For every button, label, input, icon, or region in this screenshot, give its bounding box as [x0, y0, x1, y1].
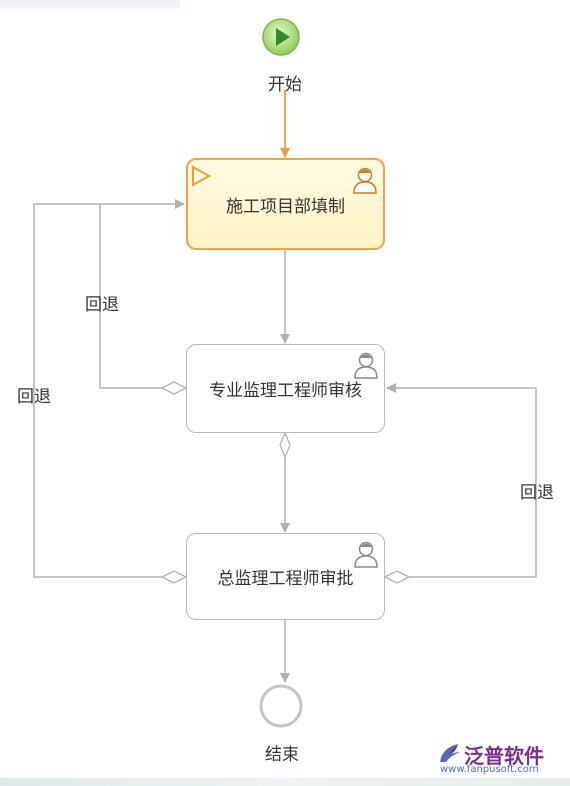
top-decoration-strip	[0, 0, 180, 10]
bottom-decoration-strip	[0, 778, 570, 786]
return-label-approve-left: 回退	[17, 387, 51, 407]
fanpu-logo: 泛普软件 www.fanpusoft.com	[438, 740, 564, 778]
start-label: 开始	[268, 75, 302, 95]
logo-name: 泛普软件	[464, 744, 544, 768]
task-review[interactable]: 专业监理工程师审核	[186, 344, 385, 433]
return-label-review: 回退	[85, 295, 119, 315]
logo-url: www.fanpusoft.com	[440, 764, 539, 775]
user-icon	[354, 541, 378, 568]
diamond-approve-left	[160, 570, 188, 584]
user-icon	[353, 167, 377, 194]
return-label-approve-right: 回退	[520, 483, 554, 503]
start-marker-icon	[192, 165, 211, 187]
task-approve-label: 总监理工程师审批	[217, 569, 354, 589]
end-label: 结束	[265, 745, 299, 765]
diamond-review-left	[160, 381, 188, 395]
start-event[interactable]	[262, 18, 300, 56]
diamond-review-bottom	[279, 431, 291, 459]
diamond-approve-right	[383, 570, 411, 584]
flow-return-approve-to-fill	[33, 203, 162, 578]
task-fill-label: 施工项目部填制	[226, 196, 345, 217]
play-icon	[276, 28, 290, 46]
task-fill[interactable]: 施工项目部填制	[186, 158, 385, 250]
user-icon	[354, 352, 378, 379]
flow-return-review-to-fill	[99, 199, 185, 389]
task-approve[interactable]: 总监理工程师审批	[186, 533, 385, 620]
task-review-label: 专业监理工程师审核	[209, 381, 362, 401]
flow-return-approve-to-review	[386, 383, 537, 578]
logo-icon	[440, 744, 460, 762]
end-event[interactable]	[259, 684, 303, 728]
